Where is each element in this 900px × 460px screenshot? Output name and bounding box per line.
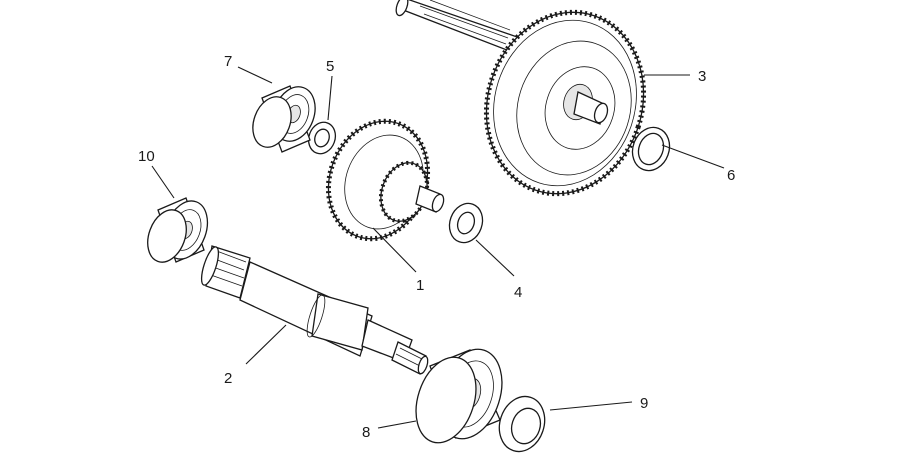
part-10-bearing <box>147 197 209 263</box>
callout-labels: 1 2 3 4 5 6 7 8 9 10 <box>138 53 735 441</box>
callout-5: 5 <box>326 58 334 75</box>
part-5-washer <box>307 121 337 155</box>
part-2-input-shaft <box>200 245 429 375</box>
part-6-circlip <box>631 126 671 172</box>
leader-5 <box>327 75 333 121</box>
leader-2 <box>245 324 287 365</box>
leader-8 <box>377 420 417 429</box>
part-3-output-shaft-gear <box>395 0 647 197</box>
leader-4 <box>475 239 515 277</box>
callout-8: 8 <box>362 424 370 441</box>
callout-7: 7 <box>224 53 232 70</box>
callout-9: 9 <box>640 395 648 412</box>
leader-9 <box>549 401 633 411</box>
part-4-washer <box>448 202 484 244</box>
leader-6 <box>661 144 725 169</box>
leader-10 <box>151 165 175 199</box>
leader-7 <box>237 66 273 84</box>
callout-4: 4 <box>514 284 522 301</box>
callout-6: 6 <box>727 167 735 184</box>
leader-lines <box>151 66 725 429</box>
callout-1: 1 <box>416 277 424 294</box>
part-8-bearing <box>415 348 503 444</box>
part-1-intermediate-gear <box>325 118 445 242</box>
callout-3: 3 <box>698 68 706 85</box>
part-7-bearing <box>252 85 316 153</box>
leader-1 <box>372 227 417 273</box>
callout-2: 2 <box>224 370 232 387</box>
part-9-seal <box>498 395 546 453</box>
callout-10: 10 <box>138 148 155 165</box>
